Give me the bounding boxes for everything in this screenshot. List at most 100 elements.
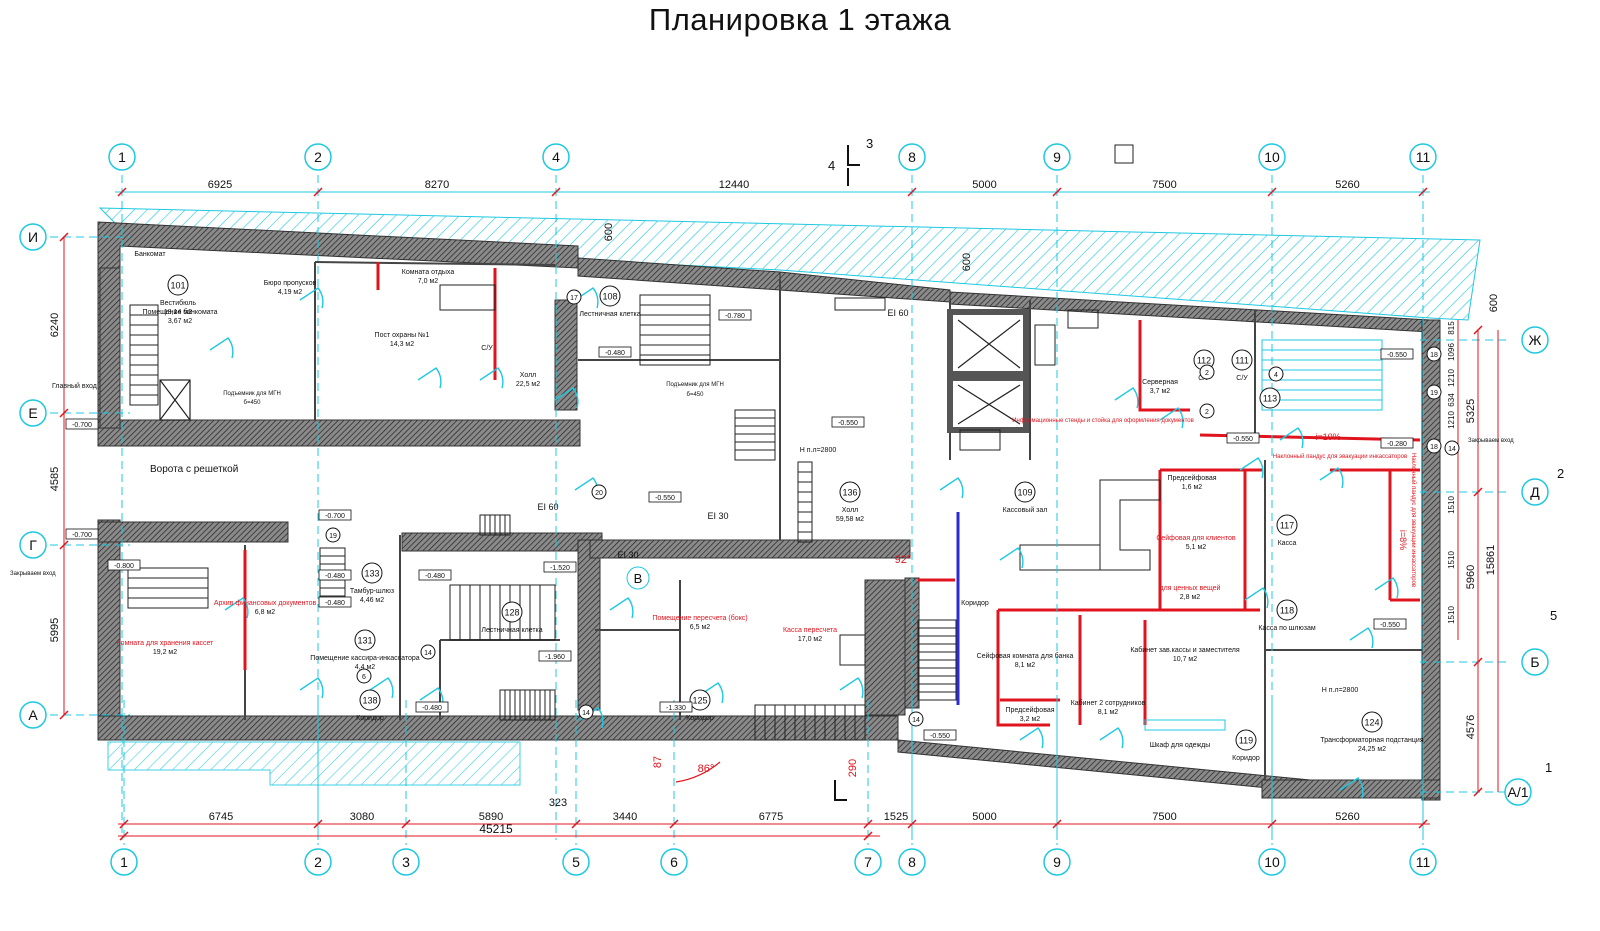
callout-mark-label: 2 bbox=[1205, 370, 1209, 377]
level-mark-box bbox=[718, 309, 752, 321]
room-area: 1,6 м2 bbox=[1182, 484, 1202, 491]
plan-annotation: i=10% bbox=[1315, 432, 1340, 442]
level-mark: -0.480 bbox=[598, 346, 632, 358]
dimension-right-small-value: 815 bbox=[1447, 321, 1456, 335]
axis-bubble-circle bbox=[1043, 848, 1071, 876]
axis-bubble-circle bbox=[392, 848, 420, 876]
dimension-tick bbox=[59, 232, 69, 242]
dimension-bottom-value: 6775 bbox=[759, 811, 783, 823]
axis-bottom-bubble: 2 bbox=[304, 848, 332, 876]
axis-left-bubble: Г bbox=[19, 531, 47, 559]
plan-annotation: Главный вход bbox=[52, 382, 97, 390]
level-mark-value: -0.800 bbox=[114, 563, 134, 570]
dimension-tick bbox=[401, 819, 411, 829]
room-label: 113 bbox=[1259, 387, 1281, 409]
door-swing bbox=[579, 707, 604, 729]
callout-mark: 4 bbox=[1268, 366, 1284, 382]
room-label: Шкаф для одежды bbox=[1150, 742, 1211, 749]
door-swing bbox=[1279, 427, 1304, 449]
axis-bubble-label: 2 bbox=[314, 854, 322, 870]
level-mark-value: -0.700 bbox=[72, 532, 92, 539]
dimension-right-small-value: 1210 bbox=[1447, 411, 1456, 429]
room-name: Касса bbox=[1278, 540, 1297, 547]
axis-bubble-circle bbox=[304, 848, 332, 876]
level-mark: -0.800 bbox=[107, 559, 141, 571]
level-mark-box bbox=[598, 346, 632, 358]
axis-bottom-bubble: 8 bbox=[898, 848, 926, 876]
callout-mark: 18 bbox=[1426, 346, 1442, 362]
callout-mark-circle bbox=[356, 668, 372, 684]
level-mark: -1.520 bbox=[543, 561, 577, 573]
room-number-circle bbox=[359, 689, 381, 711]
level-mark-box bbox=[415, 701, 449, 713]
room-number: 128 bbox=[504, 608, 519, 618]
room-area: 5,1 м2 bbox=[1186, 544, 1206, 551]
axis-bubble-label: Б bbox=[1530, 654, 1539, 670]
callout-mark-label: В bbox=[634, 571, 643, 586]
axis-bubble-circle bbox=[1521, 478, 1549, 506]
level-mark-value: -1.960 bbox=[545, 654, 565, 661]
plan-annotation: Ворота с решеткой bbox=[150, 464, 238, 475]
callout-mark-circle bbox=[578, 704, 594, 720]
axis-bottom-bubble: 6 bbox=[660, 848, 688, 876]
section-mark: 3 bbox=[866, 136, 873, 151]
axis-bubble-label: 9 bbox=[1053, 854, 1061, 870]
dimension-tick bbox=[1418, 187, 1428, 197]
callout-mark-label: 14 bbox=[1448, 446, 1456, 453]
dimension-tick bbox=[59, 710, 69, 720]
level-mark-value: -0.480 bbox=[422, 705, 442, 712]
room-number: 125 bbox=[692, 696, 707, 706]
callout-mark-label: 14 bbox=[582, 710, 590, 717]
room-name: Коридор bbox=[1232, 755, 1260, 762]
room-name: Сейфовая для клиентов bbox=[1156, 534, 1236, 542]
room-number: 113 bbox=[1263, 394, 1277, 404]
room-area: 8,1 м2 bbox=[1015, 662, 1035, 669]
room-number: 109 bbox=[1017, 488, 1032, 498]
door-swing bbox=[1349, 627, 1374, 649]
axis-bubble-circle bbox=[19, 531, 47, 559]
dimension-tick bbox=[119, 819, 129, 829]
axis-bubble-circle bbox=[1409, 143, 1437, 171]
room-number-circle bbox=[361, 562, 383, 584]
room-number-circle bbox=[1276, 514, 1298, 536]
dimension-right-total: 15861 bbox=[1485, 545, 1497, 576]
stairs bbox=[127, 294, 957, 741]
dimension-bottom-value: 5890 bbox=[479, 811, 503, 823]
room-area: 3,67 м2 bbox=[168, 318, 192, 325]
plan-annotation: EI 60 bbox=[537, 502, 558, 512]
callout-mark-label: 18 bbox=[1430, 352, 1438, 359]
level-mark-box bbox=[1226, 432, 1260, 444]
level-mark-value: -0.700 bbox=[325, 513, 345, 520]
axis-bubble-circle bbox=[110, 848, 138, 876]
dimension-tick bbox=[571, 819, 581, 829]
room-name: Коридор bbox=[356, 715, 384, 722]
axis-bubble-circle bbox=[660, 848, 688, 876]
door-swing bbox=[839, 677, 864, 699]
level-mark-box bbox=[1380, 348, 1414, 360]
dimension-left-value: 4585 bbox=[49, 467, 61, 491]
room-number-circle bbox=[1014, 481, 1036, 503]
door-swing bbox=[574, 287, 599, 309]
callout-mark-label: 20 bbox=[595, 490, 603, 497]
level-mark-box bbox=[1373, 618, 1407, 630]
callout-mark: 17 bbox=[566, 289, 582, 305]
door-swing bbox=[1099, 727, 1124, 749]
callout-mark-circle bbox=[1426, 438, 1442, 454]
room-area: 8,1 м2 bbox=[1098, 709, 1118, 716]
section-mark: 4 bbox=[828, 158, 835, 173]
dimension-top-value: 7500 bbox=[1152, 179, 1176, 191]
dimension-top-value: 6925 bbox=[208, 179, 232, 191]
room-name: Пост охраны №1 bbox=[375, 332, 430, 339]
axis-bubble-label: 9 bbox=[1053, 149, 1061, 165]
callout-mark-label: 14 bbox=[424, 650, 432, 657]
room-label: Коридор bbox=[961, 600, 989, 607]
room-name: Тамбур-шлюз bbox=[350, 587, 394, 595]
axis-bubble-circle bbox=[1521, 326, 1549, 354]
callout-mark-label: 18 bbox=[1430, 444, 1438, 451]
axis-top-bubble: 11 bbox=[1409, 143, 1437, 171]
